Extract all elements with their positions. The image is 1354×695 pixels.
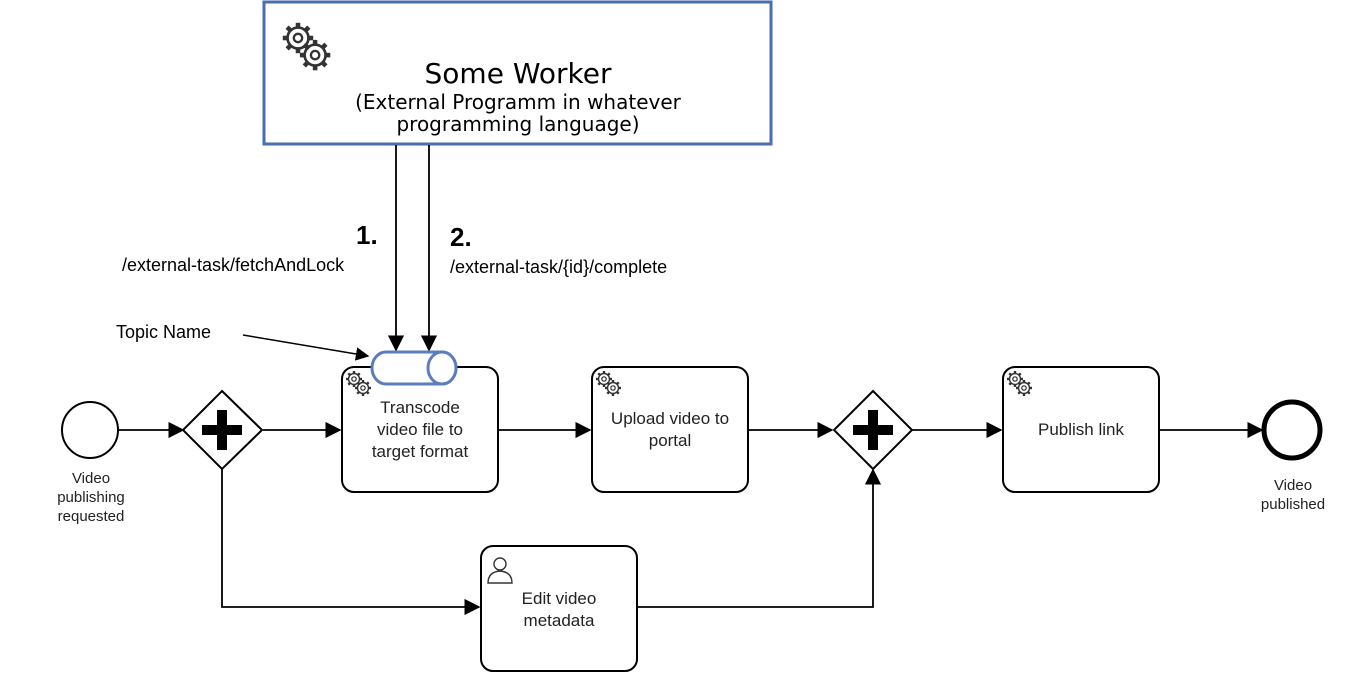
task-transcode[interactable]: Transcode video file to target format [341,366,499,493]
topic-cylinder[interactable] [370,350,458,386]
task-transcode-label-line2: video file to [377,420,463,439]
task-publish[interactable]: Publish link [1002,366,1160,493]
topic-name-annotation: Topic Name [116,322,211,342]
flow-edit-to-join [637,468,882,608]
task-edit-label-line1: Edit video [522,589,597,608]
end-event-label-line2: published [1261,496,1325,513]
parallel-join-gateway[interactable] [832,389,914,471]
task-upload-label-line1: Upload video to [611,409,729,428]
task-publish-label: Publish link [1038,420,1124,439]
end-event[interactable] [1261,399,1323,461]
worker-subtitle-line2: programming language) [396,112,639,136]
start-event-label-line1: Video [72,470,110,487]
worker-box [262,0,773,146]
start-event-label-line2: publishing [57,489,125,506]
end-event-label-line1: Video [1274,477,1312,494]
task-edit-label-line2: metadata [524,611,595,630]
task-upload[interactable]: Upload video to portal [591,366,749,493]
step-1-label: 1. [356,220,378,250]
fetch-and-lock-endpoint: /external-task/fetchAndLock [122,255,345,275]
task-transcode-label-line1: Transcode [380,398,460,417]
parallel-split-gateway[interactable] [181,389,264,471]
external-worker: Some Worker (External Programm in whatev… [262,0,773,146]
step-2-label: 2. [450,222,472,252]
worker-subtitle-line1: (External Programm in whatever [355,90,682,114]
complete-endpoint: /external-task/{id}/complete [450,257,667,277]
flow-split-to-edit [221,468,481,616]
start-event-label-line3: requested [58,508,125,525]
start-event[interactable] [61,401,119,459]
task-upload-label-line2: portal [649,431,692,450]
task-edit-metadata[interactable]: Edit video metadata [480,545,638,672]
user-task-icon [487,557,513,584]
worker-title: Some Worker [425,57,612,90]
topic-annotation-arrow [242,334,370,361]
task-transcode-label-line3: target format [372,442,469,461]
